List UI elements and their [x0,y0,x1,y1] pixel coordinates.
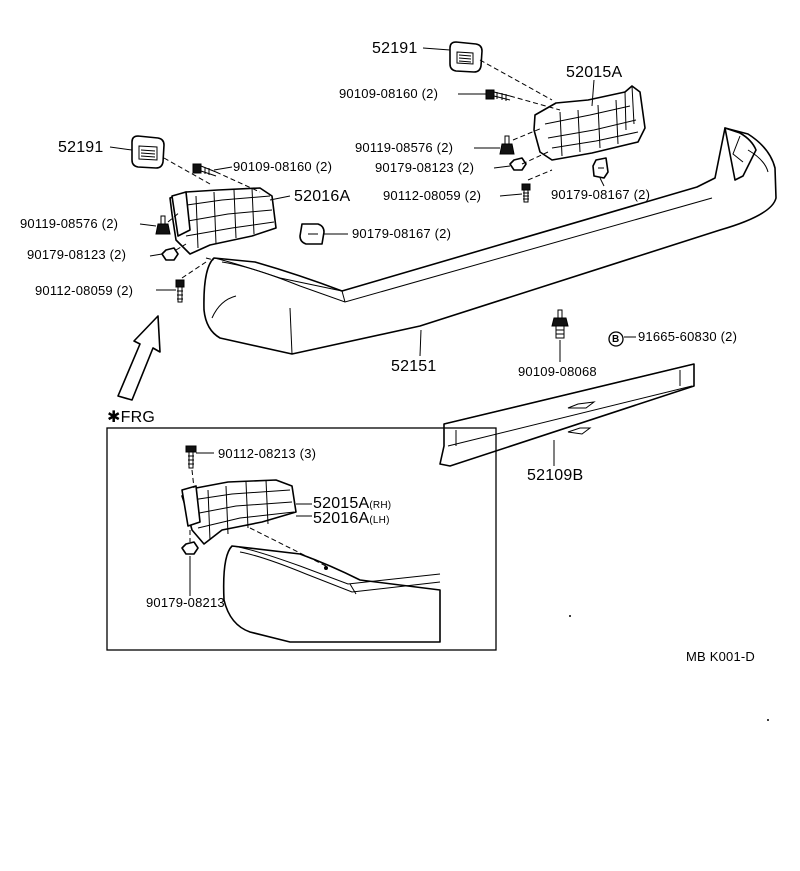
nut-right-icon [509,157,527,171]
label-bracket-lh: 52016A [294,188,351,205]
frg-inset-frame [106,427,497,651]
frg-bumper-icon [222,545,441,643]
reinforcement-icon [439,363,695,467]
bolt-left-icon [155,215,171,235]
label-clip-left: 90179-08167 (2) [352,226,452,241]
label-bolt-right: 90119-08576 (2) [355,140,454,155]
frg-bracket-icon [181,479,297,545]
label-bolt-reinforcement: 90109-08068 [518,364,597,379]
frg-screw-icon [185,445,197,469]
screw-right-icon [521,183,531,203]
screw-left-icon [192,163,217,177]
label-bumper-cover: 52151 [391,358,437,375]
bracket-lh-icon [169,187,277,255]
bolt-right-icon [499,135,515,155]
label-nut-left: 90179-08123 (2) [27,247,127,262]
bracket-rh-icon [533,85,646,161]
label-clip-right: 90179-08167 (2) [551,187,651,202]
leader-lines [109,47,636,466]
label-screw-right: 90112-08059 (2) [383,188,482,203]
label-grille-upper: 52191 [372,40,418,57]
nut-left-icon [161,247,179,261]
grille-left-icon [131,135,165,169]
label-frg-bracket-rh: 52015A(RH) [313,495,392,512]
label-nut-right: 90179-08123 (2) [375,160,475,175]
clip-left-icon [299,223,325,245]
clip-right-icon [592,157,609,179]
label-frg-bracket-lh: 52016A(LH) [313,510,390,527]
label-frg-nut: 90179-08213 [146,595,225,610]
screw-upper-right-icon [485,89,511,101]
label-frg-screw: 90112-08213 (3) [218,446,317,461]
diagram-code: MB K001-D [686,649,755,664]
frg-nut-icon [181,541,199,555]
bolt-reinforcement-icon [551,309,569,339]
label-b-marker: B [612,334,620,345]
screw-lower-left-icon [175,279,185,303]
clip-b-marker-icon [608,331,624,347]
bumper-cover [203,127,777,355]
label-bracket-rh: 52015A [566,64,623,81]
label-grille-left: 52191 [58,139,104,156]
label-screw-upper-right: 90109-08160 (2) [339,86,439,101]
label-screw-left: 90109-08160 (2) [233,159,333,174]
grille-upper-icon [449,41,483,73]
frg-title: ✱FRG [107,409,155,426]
frg-leader-lines [189,452,327,596]
label-reinforcement: 52109B [527,467,584,484]
assembly-lines-upper [163,59,561,279]
label-clip-b: 91665-60830 (2) [638,329,738,344]
label-bolt-left: 90119-08576 (2) [20,216,119,231]
direction-arrow-icon [117,315,161,401]
label-screw-lower-left: 90112-08059 (2) [35,283,134,298]
